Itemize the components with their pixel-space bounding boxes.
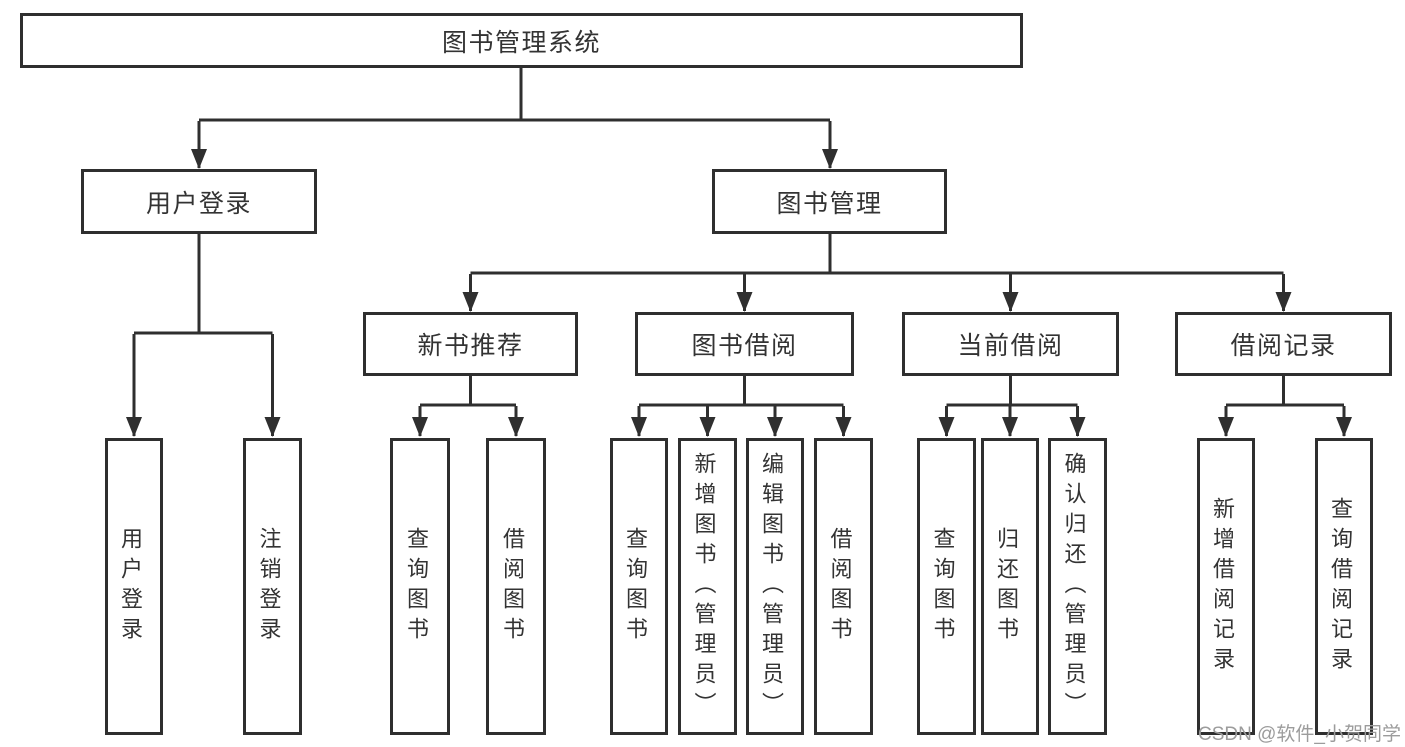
leaf-query-book-recommend-label: 查询图书 bbox=[404, 526, 429, 647]
node-root: 图书管理系统 bbox=[20, 13, 1023, 68]
node-user-login-label: 用户登录 bbox=[145, 189, 252, 218]
leaf-add-borrow-record: 新增借阅记录 bbox=[1197, 438, 1255, 735]
leaf-return-book: 归还图书 bbox=[981, 438, 1039, 735]
leaf-add-book-admin: 新增图书（管理员） bbox=[678, 438, 737, 735]
connector-current-borrow-children bbox=[938, 376, 1086, 437]
leaf-query-borrow-record: 查询借阅记录 bbox=[1315, 438, 1373, 735]
node-book-management-label: 图书管理 bbox=[776, 189, 883, 218]
connector-new-book-children bbox=[412, 376, 524, 437]
leaf-confirm-return-admin-label: 确认归还（管理员） bbox=[1061, 451, 1087, 722]
node-book-borrow-label: 图书借阅 bbox=[691, 332, 798, 360]
leaf-edit-book-admin-label: 编辑图书（管理员） bbox=[759, 451, 784, 722]
node-book-management: 图书管理 bbox=[712, 169, 947, 234]
connector-user-login-children bbox=[126, 234, 281, 437]
watermark: CSDN @软件_小贺同学 bbox=[1198, 724, 1401, 745]
leaf-query-book-recommend: 查询图书 bbox=[390, 438, 450, 735]
leaf-borrow-book-recommend: 借阅图书 bbox=[486, 438, 546, 735]
leaf-return-book-label: 归还图书 bbox=[994, 526, 1019, 647]
node-root-label: 图书管理系统 bbox=[441, 28, 601, 57]
connector-book-mgmt-to-level3 bbox=[462, 234, 1292, 312]
node-current-borrow-label: 当前借阅 bbox=[957, 332, 1064, 360]
leaf-borrow-book: 借阅图书 bbox=[814, 438, 873, 735]
node-new-book-recommend-label: 新书推荐 bbox=[417, 332, 524, 360]
node-borrow-record-label: 借阅记录 bbox=[1230, 332, 1337, 360]
connector-borrow-record-children bbox=[1218, 376, 1352, 437]
leaf-add-borrow-record-label: 新增借阅记录 bbox=[1210, 496, 1235, 677]
leaf-logout: 注销登录 bbox=[243, 438, 302, 735]
node-current-borrow: 当前借阅 bbox=[902, 312, 1119, 376]
leaf-query-book-borrow-label: 查询图书 bbox=[623, 526, 648, 647]
leaf-query-book-current: 查询图书 bbox=[917, 438, 976, 735]
connector-book-borrow-children bbox=[631, 376, 852, 437]
connector-root-to-level2 bbox=[191, 68, 838, 169]
leaf-confirm-return-admin: 确认归还（管理员） bbox=[1048, 438, 1107, 735]
leaf-query-borrow-record-label: 查询借阅记录 bbox=[1328, 496, 1353, 677]
node-book-borrow: 图书借阅 bbox=[635, 312, 854, 376]
leaf-query-book-borrow: 查询图书 bbox=[610, 438, 668, 735]
node-new-book-recommend: 新书推荐 bbox=[363, 312, 578, 376]
leaf-logout-label: 注销登录 bbox=[256, 526, 282, 647]
leaf-user-login: 用户登录 bbox=[105, 438, 163, 735]
leaf-user-login-label: 用户登录 bbox=[118, 526, 143, 647]
node-borrow-record: 借阅记录 bbox=[1175, 312, 1392, 376]
leaf-borrow-book-label: 借阅图书 bbox=[827, 526, 853, 647]
node-user-login: 用户登录 bbox=[81, 169, 317, 234]
leaf-query-book-current-label: 查询图书 bbox=[930, 526, 956, 647]
leaf-add-book-admin-label: 新增图书（管理员） bbox=[691, 451, 717, 722]
leaf-edit-book-admin: 编辑图书（管理员） bbox=[746, 438, 804, 735]
leaf-borrow-book-recommend-label: 借阅图书 bbox=[500, 526, 525, 647]
